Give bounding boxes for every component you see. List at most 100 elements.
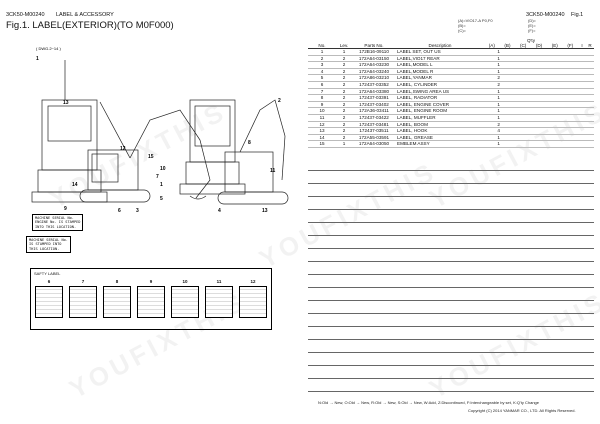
cell-empty bbox=[539, 140, 553, 148]
doc-section: LABEL & ACCESSORY bbox=[56, 12, 114, 18]
cell-empty bbox=[526, 121, 540, 129]
cell-empty bbox=[586, 61, 594, 69]
cell-lev: 2 bbox=[336, 121, 352, 129]
cell-empty bbox=[539, 48, 553, 56]
cell-desc: LABEL SET, OUT US bbox=[396, 48, 484, 56]
cell-no: 6 bbox=[308, 81, 336, 89]
cell-empty bbox=[578, 107, 586, 115]
cell-empty bbox=[586, 140, 594, 148]
empty-row-line bbox=[308, 300, 594, 301]
safety-callout: 6 bbox=[47, 279, 51, 284]
cell-desc: LABEL, CYLINDER bbox=[396, 81, 484, 89]
cell-a: 2 bbox=[484, 121, 514, 129]
cell-no: 2 bbox=[308, 55, 336, 63]
cell-empty bbox=[552, 74, 565, 82]
cell-desc: LABEL,MODEL R bbox=[396, 68, 484, 76]
cell-desc: EMBLEM ASSY bbox=[396, 140, 484, 148]
cell-empty bbox=[564, 127, 578, 135]
arm-side bbox=[195, 139, 211, 199]
cell-empty bbox=[552, 114, 565, 122]
safety-label-item: 8 bbox=[103, 279, 131, 325]
cell-no: 3 bbox=[308, 61, 336, 69]
col-qty: Q'ty (A)(B)(C) (D)(E)(F) bbox=[484, 36, 578, 49]
cell-empty bbox=[539, 107, 553, 115]
cell-parts_no: 172A86-03210 bbox=[352, 74, 396, 82]
safety-callout: 8 bbox=[115, 279, 119, 284]
safety-label-item: 12 bbox=[239, 279, 267, 325]
cell-empty bbox=[578, 127, 586, 135]
cell-empty bbox=[513, 74, 527, 82]
cell-lev: 2 bbox=[336, 68, 352, 76]
cell-empty bbox=[564, 81, 578, 89]
cell-desc: LABEL, ENGINE ROOM bbox=[396, 107, 484, 115]
cell-parts_no: 172A64-03230 bbox=[352, 61, 396, 69]
warning-sticker-icon bbox=[171, 286, 199, 318]
callout: 11 bbox=[270, 168, 276, 174]
cell-parts_no: 172A64-03050 bbox=[352, 140, 396, 148]
col-description: Description bbox=[396, 36, 484, 49]
body-left bbox=[37, 169, 102, 193]
copyright: Copyright (C) 2014 YANMAR CO., LTD. All … bbox=[468, 408, 576, 413]
cell-lev: 2 bbox=[336, 74, 352, 82]
cab-side bbox=[91, 153, 119, 183]
cell-empty bbox=[564, 74, 578, 82]
cell-empty bbox=[564, 48, 578, 56]
cell-empty bbox=[552, 48, 565, 56]
cell-lev: 2 bbox=[336, 127, 352, 135]
boom-line-side bbox=[99, 101, 131, 159]
cell-parts_no: 172A64-03240 bbox=[352, 68, 396, 76]
cell-empty bbox=[539, 61, 553, 69]
empty-row-line bbox=[308, 183, 594, 184]
cell-empty bbox=[564, 68, 578, 76]
cell-empty bbox=[552, 121, 565, 129]
cell-a: 2 bbox=[484, 74, 514, 82]
cell-a: 4 bbox=[484, 127, 514, 135]
cell-empty bbox=[539, 81, 553, 89]
cell-a: 1 bbox=[484, 94, 514, 102]
cell-parts_no: 172437-03402 bbox=[352, 101, 396, 109]
warning-sticker-icon bbox=[205, 286, 233, 318]
cell-empty bbox=[539, 88, 553, 96]
cell-empty bbox=[513, 127, 527, 135]
callout: 14 bbox=[72, 182, 78, 188]
cell-empty bbox=[586, 114, 594, 122]
cab-window-front bbox=[194, 105, 231, 147]
cell-parts_no: 172A64-03150 bbox=[352, 55, 396, 63]
callout: 15 bbox=[148, 154, 154, 160]
cell-empty bbox=[526, 114, 540, 122]
cell-a: 1 bbox=[484, 140, 514, 148]
cell-empty bbox=[539, 127, 553, 135]
cell-no: 12 bbox=[308, 121, 336, 129]
cell-empty bbox=[578, 134, 586, 142]
cell-empty bbox=[513, 61, 527, 69]
cell-lev: 2 bbox=[336, 88, 352, 96]
cell-desc: LABEL, MUFFLER bbox=[396, 114, 484, 122]
cell-empty bbox=[578, 68, 586, 76]
safety-label-title: SAFTY LABEL bbox=[34, 271, 61, 276]
track-left bbox=[31, 191, 108, 203]
cell-a: 1 bbox=[484, 107, 514, 115]
callout: 2 bbox=[278, 98, 281, 104]
cell-a: 1 bbox=[484, 55, 514, 63]
cell-no: 4 bbox=[308, 68, 336, 76]
cell-empty bbox=[564, 55, 578, 63]
fig-label: Fig.1 bbox=[571, 12, 584, 18]
cell-desc: LABEL, RADIATOR bbox=[396, 94, 484, 102]
cell-empty bbox=[552, 107, 565, 115]
callout: 4 bbox=[218, 208, 221, 214]
cell-empty bbox=[526, 61, 540, 69]
cell-empty bbox=[564, 121, 578, 129]
empty-row-line bbox=[308, 287, 594, 288]
cell-parts_no: 172437-03481 bbox=[352, 121, 396, 129]
col-i: I bbox=[578, 36, 586, 49]
cell-no: 11 bbox=[308, 114, 336, 122]
cell-desc: LABEL,YANMAR bbox=[396, 74, 484, 82]
